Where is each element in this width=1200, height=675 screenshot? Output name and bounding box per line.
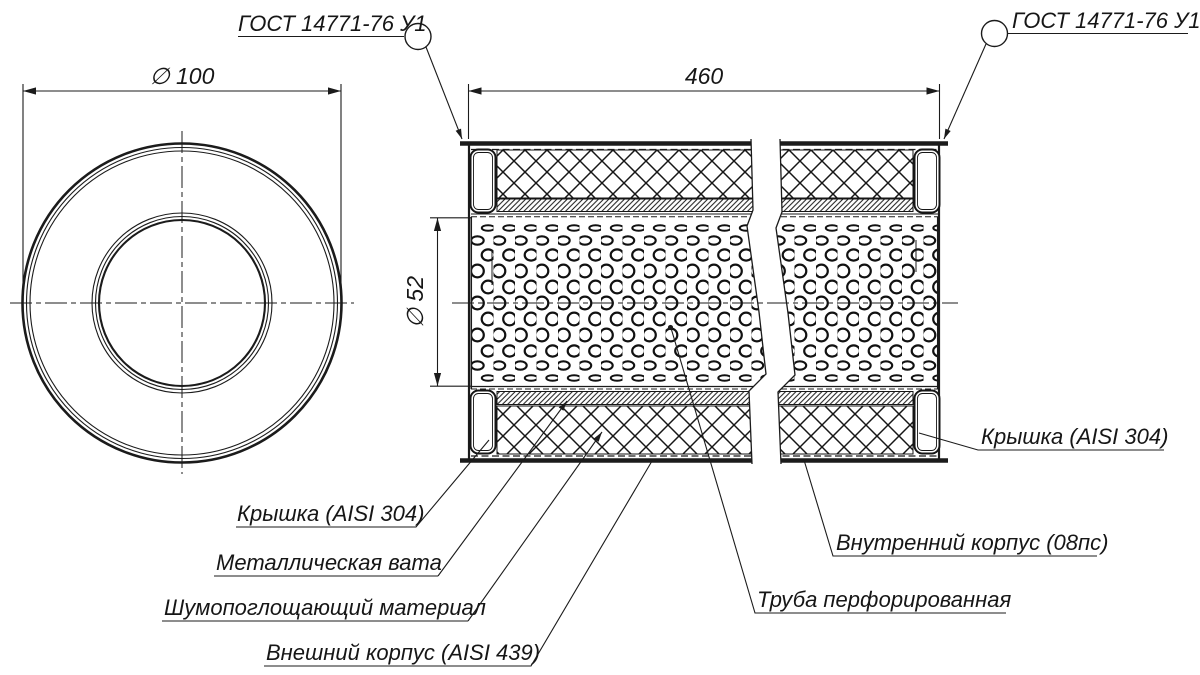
callout-pipe-text: Труба перфорированная (757, 587, 1011, 612)
callouts: Крышка (AISI 304) Металлическая вата Шум… (162, 324, 1168, 667)
weld-note-left: ГОСТ 14771-76 У1 (238, 11, 463, 140)
callout-cap-left: Крышка (AISI 304) (236, 439, 490, 528)
sound-absorber-bottom-right (771, 405, 914, 455)
cap-right (913, 141, 941, 463)
callout-inner-shell: Внутренний корпус (08пс) (803, 459, 1108, 557)
metal-wool-bottom-right (771, 391, 914, 405)
callout-metal-wool-text: Металлическая вата (216, 550, 442, 575)
dim-length-460 (467, 84, 941, 139)
metal-wool-top-right (771, 198, 914, 212)
weld-note-right-text: ГОСТ 14771-76 У1 (1012, 8, 1200, 33)
perforation-right (772, 222, 939, 384)
break-line-left (746, 138, 767, 465)
callout-sound-absorber-text: Шумопоглощающий материал (164, 595, 486, 620)
dim-pipe-diameter-text: ∅ 52 (402, 276, 428, 328)
sound-absorber-top-left (496, 149, 769, 199)
callout-cap-left-text: Крышка (AISI 304) (237, 501, 424, 526)
perforation-left (471, 222, 768, 384)
section-view (452, 138, 958, 465)
weld-leader-left (425, 46, 463, 140)
inner-shell-lines (471, 148, 938, 457)
callout-metal-wool: Металлическая вата (214, 400, 568, 577)
weld-note-left-text: ГОСТ 14771-76 У1 (238, 11, 426, 36)
metal-wool-bottom-left (496, 391, 769, 405)
weld-note-right: ГОСТ 14771-76 У1 (943, 8, 1200, 140)
weld-symbol-circle-left (404, 22, 432, 51)
break-gap (747, 139, 795, 464)
cap-left (467, 141, 497, 463)
callout-sound-absorber: Шумопоглощающий материал (162, 431, 603, 622)
dim-pipe-diameter-52 (430, 217, 471, 387)
callout-outer-shell-text: Внешний корпус (AISI 439) (266, 640, 540, 665)
sound-absorber-top-right (771, 149, 914, 199)
sound-absorber-bottom-left (496, 405, 769, 455)
callout-outer-shell: Внешний корпус (AISI 439) (264, 460, 653, 667)
dim-outer-diameter-text: ∅ 100 (150, 63, 215, 89)
break-line-right (775, 138, 796, 465)
callout-pipe-dot (667, 324, 674, 331)
callout-cap-right: Крышка (AISI 304) (918, 424, 1168, 451)
dim-length-text: 460 (685, 63, 724, 89)
weld-leader-right (943, 43, 987, 140)
dimensions: 460 ∅ 100 ∅ 52 (22, 63, 941, 387)
callout-cap-right-text: Крышка (AISI 304) (981, 424, 1168, 449)
dim-outer-diameter-100 (22, 84, 342, 300)
callout-pipe-perforated: Труба перфорированная (667, 324, 1011, 614)
weld-symbol-circle-right (980, 19, 1009, 48)
callout-inner-shell-text: Внутренний корпус (08пс) (836, 530, 1108, 555)
metal-wool-top-left (496, 198, 769, 212)
end-view (10, 131, 354, 474)
